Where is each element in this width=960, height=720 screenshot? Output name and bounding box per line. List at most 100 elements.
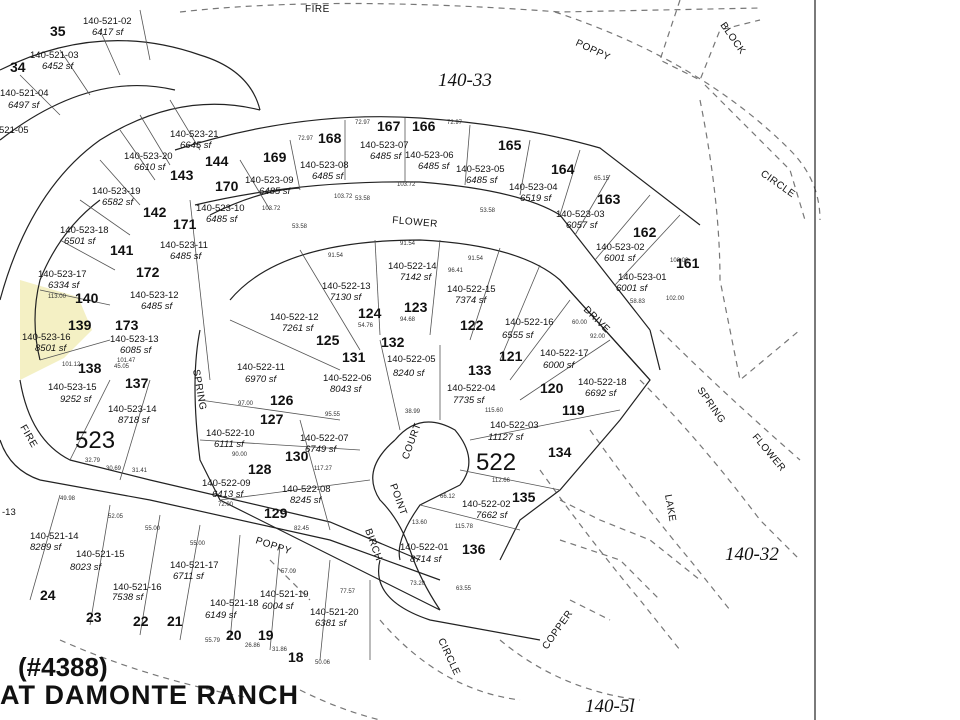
street-label: SPRING — [695, 385, 728, 425]
lot-number: 167 — [377, 118, 401, 134]
lot-number: 21 — [167, 613, 183, 629]
lot-number: 169 — [263, 149, 287, 165]
lot-parcel-number: 140-522-10 — [206, 428, 255, 439]
dimension-label: 117.27 — [314, 466, 333, 472]
dimension-label: 32.79 — [85, 458, 101, 464]
lot-parcel-number: 140-523-09 — [245, 175, 294, 186]
lot-parcel-number: 140-523-15 — [48, 382, 97, 393]
area-label-140-33: 140-33 — [438, 70, 492, 91]
lot-parcel-number: 140-523-02 — [596, 242, 645, 253]
dimension-label: 63.55 — [456, 586, 472, 592]
lot-number: 144 — [205, 153, 229, 169]
dimension-label: 112.66 — [492, 478, 511, 484]
dimension-label: 55.79 — [205, 638, 221, 644]
dimension-label: 55.00 — [190, 541, 206, 547]
lot-area: 6485 sf — [170, 251, 203, 262]
lot-number: 122 — [460, 317, 484, 333]
lot-parcel-number: 140-523-13 — [110, 334, 159, 345]
lot-parcel-number: 140-521-14 — [30, 531, 79, 542]
lot-parcel-number: 140-522-16 — [505, 317, 554, 328]
lot-area: 6555 sf — [502, 330, 535, 341]
lot-area: 8289 sf — [30, 542, 63, 553]
dimension-label: 103.72 — [334, 194, 353, 200]
lot-number: 136 — [462, 541, 486, 557]
lot-area: 7374 sf — [455, 295, 488, 306]
street-label: POPPY — [254, 535, 293, 557]
dimension-label: 52.05 — [108, 514, 124, 520]
lot-area: 6413 sf — [212, 489, 245, 500]
lot-number: 132 — [381, 334, 405, 350]
dimension-label: 53.58 — [292, 224, 308, 230]
block-number-523: 523 — [75, 427, 115, 454]
lot-area: 6111 sf — [214, 439, 245, 450]
lot-labels: 35 140-521-02 6417 sf 34 140-521-03 6452… — [0, 16, 700, 665]
neighbor-road-lines — [59, 0, 821, 720]
map-title: AT DAMONTE RANCH — [0, 680, 299, 710]
lot-area: 6610 sf — [134, 162, 167, 173]
lot-number: 126 — [270, 392, 294, 408]
dimension-label: 91.54 — [400, 241, 416, 247]
lot-parcel-number: 140-523-05 — [456, 164, 505, 175]
dimension-label: 101.12 — [62, 362, 81, 368]
street-label: BLOCK — [718, 20, 748, 56]
dimension-label: 13.60 — [412, 520, 428, 526]
dimension-label: 94.68 — [400, 317, 416, 323]
lot-number: 133 — [468, 362, 492, 378]
lot-area: 6711 sf — [173, 571, 205, 582]
lot-parcel-number: 140-522-18 — [578, 377, 627, 388]
area-label-140-51: 140-5l — [585, 696, 635, 717]
lot-area: 6485 sf — [259, 186, 292, 197]
street-label: BIRCH — [362, 527, 384, 562]
street-label: COPPER — [540, 608, 575, 651]
dimension-label: 115.78 — [455, 524, 474, 530]
dimension-label: 53.58 — [480, 208, 496, 214]
lot-parcel-number: 140-523-12 — [130, 290, 179, 301]
lot-number: 120 — [540, 380, 564, 396]
lot-area: 6519 sf — [520, 193, 553, 204]
lot-number: 128 — [248, 461, 272, 477]
lot-number: 22 — [133, 613, 149, 629]
dimension-label: 55.00 — [145, 526, 161, 532]
lot-number: 123 — [404, 299, 428, 315]
lot-area: 7261 sf — [282, 323, 315, 334]
lot-number: 35 — [50, 23, 66, 39]
lot-parcel-number: 140-523-07 — [360, 140, 409, 151]
lot-area: 6749 sf — [305, 444, 338, 455]
lot-area: 7662 sf — [476, 510, 509, 521]
lot-area: 11127 sf — [488, 432, 524, 443]
lot-number: 139 — [68, 317, 92, 333]
lot-area: 8043 sf — [330, 384, 363, 395]
dimension-label: 50.06 — [315, 660, 331, 666]
lot-number: 23 — [86, 609, 102, 625]
lot-area: 6381 sf — [315, 618, 348, 629]
dimension-label: 49.98 — [60, 496, 76, 502]
dimension-label: 38.99 — [405, 409, 421, 415]
lot-parcel-number: 140-522-13 — [322, 281, 371, 292]
lot-parcel-number: 140-522-11 — [237, 362, 285, 373]
lot-number: 135 — [512, 489, 536, 505]
map-code: (#4388) — [18, 652, 108, 682]
lot-lines — [19, 9, 681, 661]
dimension-label: 66.12 — [440, 494, 456, 500]
dimension-label: 45.05 — [114, 364, 130, 370]
dimension-label: 31.41 — [132, 468, 148, 474]
lot-parcel-number: 140-522-03 — [490, 420, 539, 431]
lot-parcel-number: 140-523-20 — [124, 151, 173, 162]
lot-area: 9252 sf — [60, 394, 93, 405]
lot-number: 134 — [548, 444, 572, 460]
lot-parcel-number: 140-521-15 — [76, 549, 125, 560]
lot-parcel-number: 140-521-05 — [0, 125, 29, 136]
block-number-522: 522 — [476, 449, 516, 476]
lot-number: 137 — [125, 375, 149, 391]
lot-number: 130 — [285, 448, 309, 464]
lot-number: 172 — [136, 264, 160, 280]
lot-area: 6149 sf — [205, 610, 238, 621]
lot-number: 143 — [170, 167, 194, 183]
dimension-label: 26.86 — [245, 643, 261, 649]
lot-number: 124 — [358, 305, 382, 321]
lot-parcel-number: 140-521-04 — [0, 88, 49, 99]
lot-parcel-number: 140-522-08 — [282, 484, 331, 495]
lot-parcel-number: 140-523-06 — [405, 150, 454, 161]
lot-number: 20 — [226, 627, 242, 643]
